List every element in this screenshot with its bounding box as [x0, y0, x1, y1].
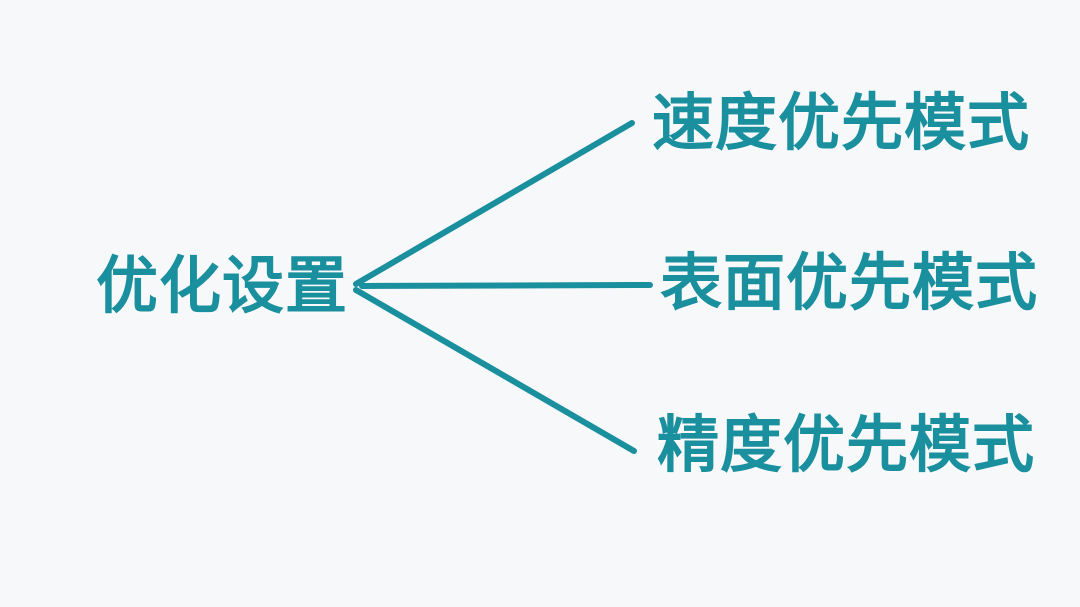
connector-line-middle [359, 282, 653, 289]
connector-line-bottom [353, 287, 637, 454]
branch-node-surface-priority-mode: 表面优先模式 [660, 249, 1039, 318]
connector-line-top [353, 120, 635, 287]
branch-node-speed-priority-mode: 速度优先模式 [652, 89, 1031, 158]
root-node-optimization-settings: 优化设置 [96, 252, 349, 321]
branch-node-precision-priority-mode: 精度优先模式 [657, 411, 1036, 480]
